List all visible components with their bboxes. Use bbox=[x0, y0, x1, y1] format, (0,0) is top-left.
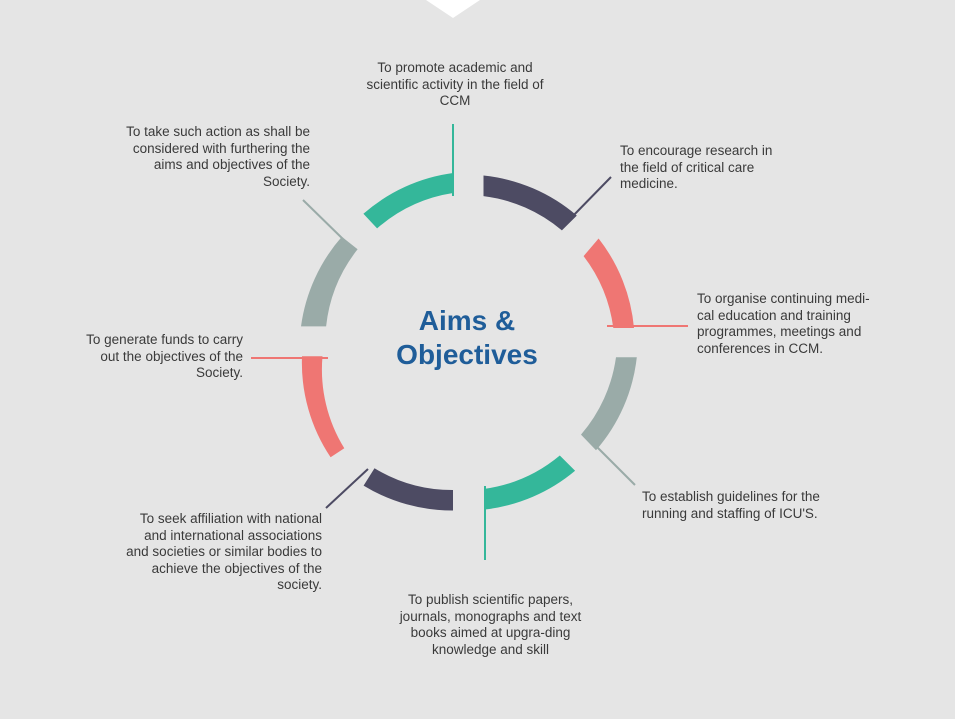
top-pointer-notch bbox=[426, 0, 480, 18]
ring-segment-6 bbox=[363, 468, 453, 511]
objective-label-2: To encourage research in the field of cr… bbox=[620, 143, 773, 191]
objective-label-7: To generate funds to carry out the objec… bbox=[86, 332, 243, 380]
connector-line-4 bbox=[591, 441, 636, 486]
ring-segment-7 bbox=[301, 356, 345, 458]
ring-segment-4 bbox=[581, 357, 637, 451]
connector-line-2 bbox=[568, 176, 612, 221]
title-line-1: Aims & bbox=[418, 305, 516, 336]
diagram-title: Aims & Objectives bbox=[367, 304, 567, 372]
objective-label-5: To publish scientific papers, journals, … bbox=[399, 592, 582, 657]
objective-label-8: To take such action as shall be consider… bbox=[126, 124, 310, 189]
ring-segment-8 bbox=[301, 236, 358, 327]
ring-segment-1 bbox=[363, 173, 453, 229]
ring-segment-2 bbox=[483, 175, 577, 231]
ring-segment-3 bbox=[583, 238, 634, 328]
objective-label-3: To organise continuing medi-cal educatio… bbox=[697, 291, 870, 356]
ring-segment-5 bbox=[485, 455, 576, 510]
title-line-2: Objectives bbox=[396, 339, 538, 370]
connector-line-6 bbox=[325, 468, 369, 509]
connector-line-8 bbox=[302, 199, 347, 243]
objective-label-4: To establish guidelines for the running … bbox=[642, 489, 820, 521]
objective-label-6: To seek affiliation with national and in… bbox=[126, 511, 322, 592]
objective-label-1: To promote academic and scientific activ… bbox=[366, 60, 544, 108]
